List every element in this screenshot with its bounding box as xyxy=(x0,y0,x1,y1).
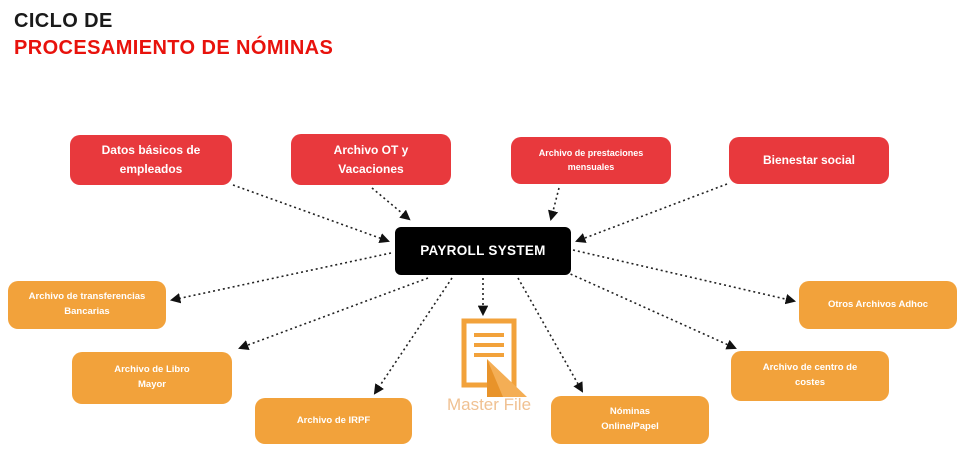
input-node-prestaciones-mensuales: Archivo de prestaciones mensuales xyxy=(511,137,671,184)
arrow-payroll-to-libro-mayor xyxy=(238,277,429,350)
masterfile-document-icon xyxy=(461,318,527,397)
arrow-bienestar-to-payroll xyxy=(575,183,728,243)
input-node-datos-basicos: Datos básicos de empleados xyxy=(70,135,232,185)
page-title-line2: PROCESAMIENTO DE NÓMINAS xyxy=(14,37,334,59)
output-node-libro-mayor: Archivo de Libro Mayor xyxy=(72,352,232,404)
output-node-centro-de-costes: Archivo de centro de costes xyxy=(731,351,889,401)
arrow-payroll-to-otros-adhoc xyxy=(572,249,797,305)
input-node-archivo-ot-vacaciones: Archivo OT y Vacaciones xyxy=(291,134,451,185)
output-node-irpf: Archivo de IRPF xyxy=(255,398,412,444)
masterfile: Master File xyxy=(441,318,537,415)
payroll-system-node: PAYROLL SYSTEM xyxy=(395,227,571,275)
arrow-prestaciones-to-payroll xyxy=(548,187,560,222)
arrow-payroll-to-centro-costes xyxy=(565,271,737,350)
output-node-nominas-online-papel: Nóminas Online/Papel xyxy=(551,396,709,444)
arrow-payroll-to-transferencias xyxy=(169,252,392,304)
input-node-bienestar-social: Bienestar social xyxy=(729,137,889,184)
output-node-otros-archivos-adhoc: Otros Archivos Adhoc xyxy=(799,281,957,329)
output-node-transferencias-bancarias: Archivo de transferencias Bancarias xyxy=(8,281,166,329)
masterfile-label: Master File xyxy=(446,395,532,414)
page-title-line1: CICLO DE xyxy=(14,10,113,32)
arrow-datos-to-payroll xyxy=(232,184,390,244)
arrow-ot-to-payroll xyxy=(371,187,411,221)
page-title: CICLO DE PROCESAMIENTO DE NÓMINAS xyxy=(14,8,333,62)
